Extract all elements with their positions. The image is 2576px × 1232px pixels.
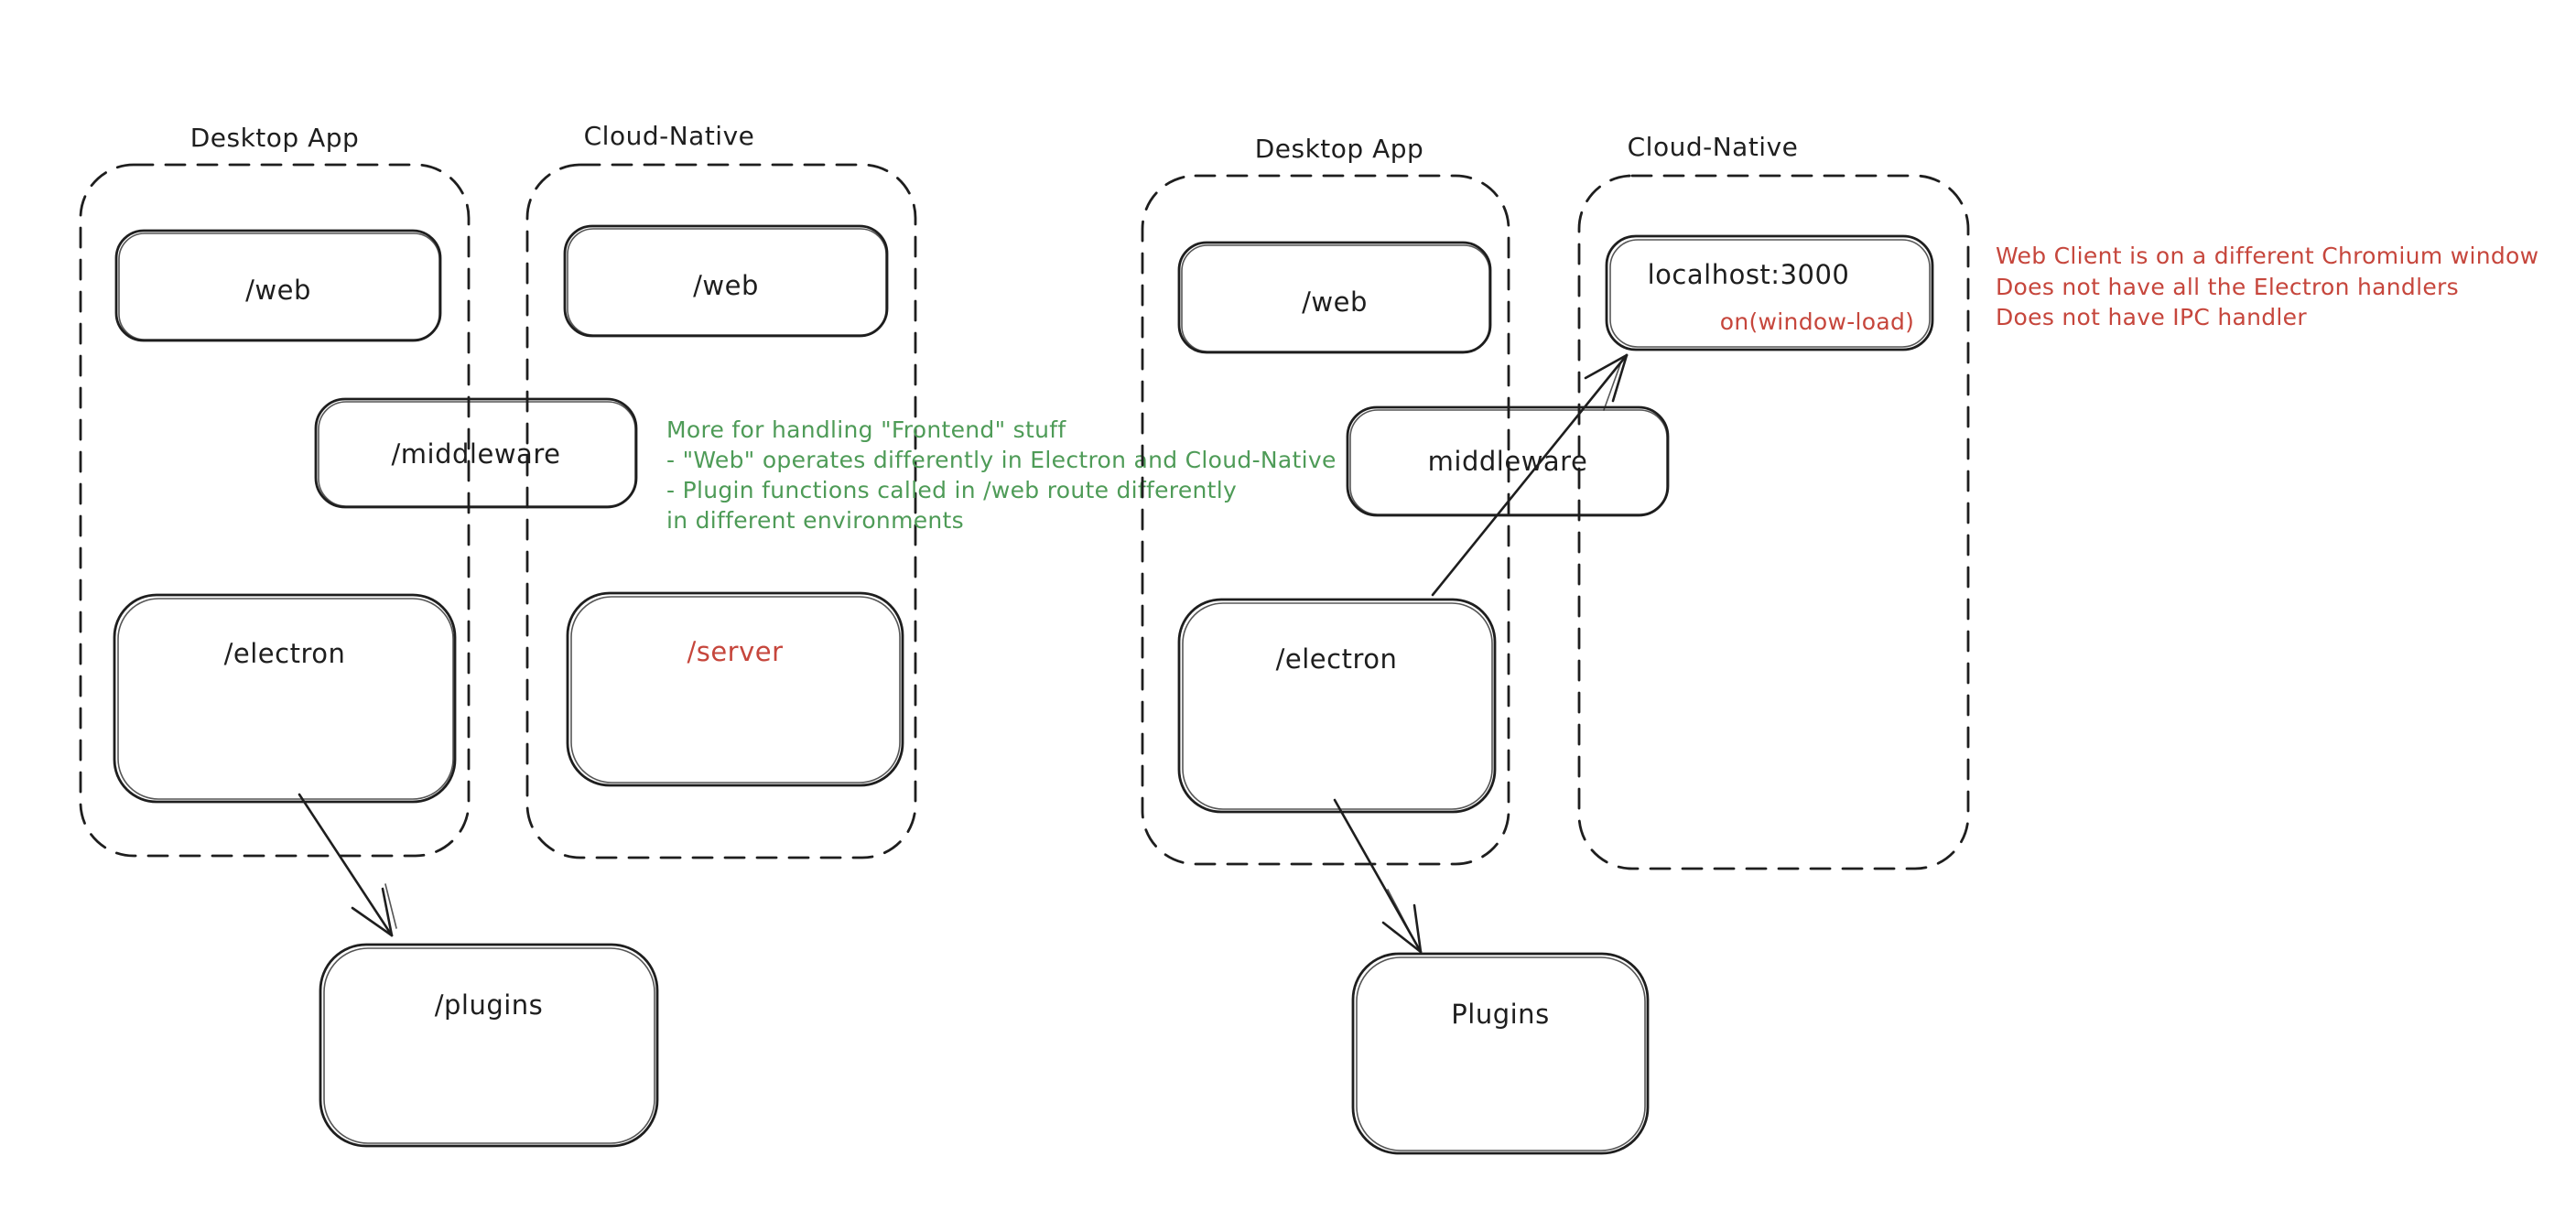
right-middleware-box-sketch	[1349, 409, 1668, 515]
right-desktop-web-box	[1177, 241, 1492, 354]
localhost-box	[1605, 234, 1934, 351]
left-plugins-box-sketch	[323, 947, 655, 1144]
right-middleware-label: middleware	[1428, 446, 1588, 477]
arrow-electron-to-plugins-left	[298, 793, 397, 937]
left-server-box	[566, 591, 904, 787]
right-plugins-box-sketch	[1356, 956, 1646, 1151]
right-desktop-app-container	[1141, 174, 1510, 866]
right-desktop-app-title: Desktop App	[1255, 134, 1424, 164]
left-plugins-box	[319, 943, 659, 1148]
red-note-line-2: Does not have all the Electron handlers	[1996, 274, 2459, 300]
right-plugins-label: Plugins	[1451, 999, 1549, 1030]
left-desktop-web-label: /web	[245, 275, 311, 306]
left-plugins-label: /plugins	[435, 989, 544, 1021]
left-electron-box	[113, 593, 457, 804]
left-diagram: Desktop App Cloud-Native /web /web /midd…	[79, 121, 1337, 1148]
right-desktop-web-box-sketch	[1181, 244, 1490, 352]
red-note-line-1: Web Client is on a different Chromium wi…	[1996, 243, 2538, 269]
left-middleware-label: /middleware	[392, 438, 561, 470]
left-server-label: /server	[687, 636, 783, 667]
arrow-electron-to-localhost	[1431, 353, 1629, 597]
left-desktop-web-box	[114, 229, 442, 342]
window-load-label: on(window-load)	[1720, 308, 1914, 335]
red-note-line-3: Does not have IPC handler	[1996, 304, 2307, 330]
left-electron-box-sketch	[117, 598, 454, 800]
arrow-electron-to-plugins-right	[1333, 798, 1423, 954]
left-server-box-sketch	[570, 596, 901, 784]
green-note-line-2: - "Web" operates differently in Electron…	[666, 447, 1337, 473]
left-cloud-native-container	[525, 163, 917, 859]
right-electron-box	[1177, 598, 1497, 814]
left-cloud-web-box-sketch	[567, 228, 887, 336]
left-middleware-box-sketch	[318, 401, 636, 507]
right-cloud-native-title: Cloud-Native	[1628, 132, 1799, 162]
right-diagram: Desktop App Cloud-Native /web localhost:…	[1141, 132, 2538, 1155]
left-cloud-web-box	[563, 224, 889, 338]
left-desktop-app-title: Desktop App	[190, 123, 360, 153]
green-note-line-3: - Plugin functions called in /web route …	[666, 477, 1237, 503]
left-cloud-web-label: /web	[693, 270, 759, 301]
localhost-box-sketch	[1609, 239, 1931, 348]
left-desktop-app-container	[79, 163, 471, 858]
left-green-note: More for handling "Frontend" stuff - "We…	[666, 416, 1337, 534]
right-electron-label: /electron	[1276, 643, 1398, 675]
left-desktop-web-box-sketch	[118, 232, 440, 340]
right-middleware-box	[1346, 405, 1670, 517]
green-note-line-1: More for handling "Frontend" stuff	[666, 416, 1066, 443]
right-electron-box-sketch	[1182, 602, 1493, 810]
localhost-label: localhost:3000	[1648, 259, 1850, 290]
right-plugins-box	[1351, 952, 1650, 1155]
right-cloud-native-container	[1577, 174, 1970, 870]
left-electron-label: /electron	[224, 638, 346, 669]
right-desktop-web-label: /web	[1302, 286, 1368, 318]
left-cloud-native-title: Cloud-Native	[584, 121, 755, 151]
right-red-note: Web Client is on a different Chromium wi…	[1996, 243, 2538, 330]
green-note-line-4: in different environments	[666, 507, 964, 534]
left-middleware-box	[314, 397, 638, 509]
